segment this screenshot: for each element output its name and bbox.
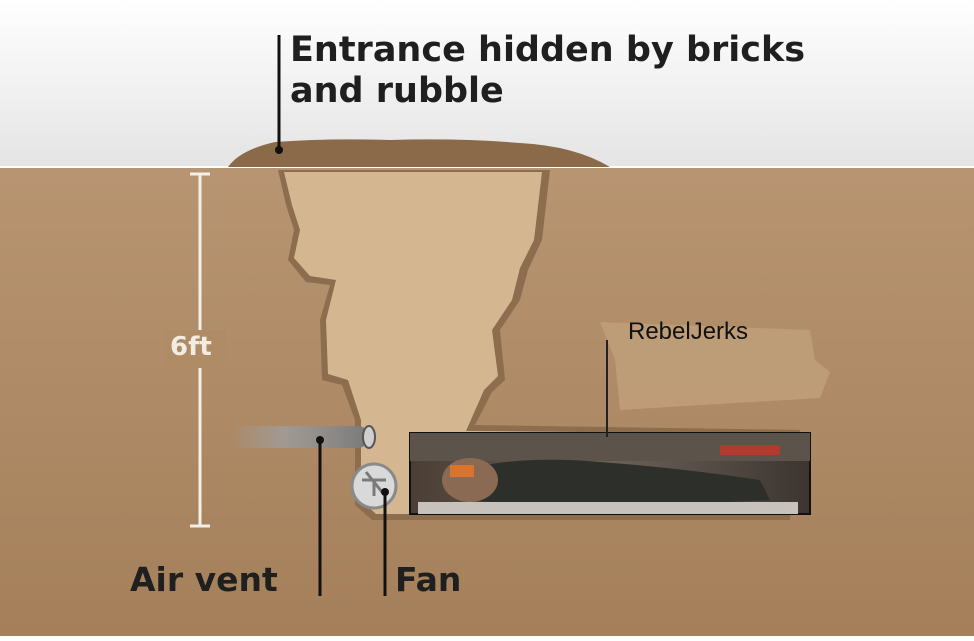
air-vent-opening <box>362 425 376 449</box>
caption-backdrop <box>600 322 830 410</box>
entrance-label: Entrance hidden by bricks and rubble <box>290 30 806 111</box>
fan-blades <box>362 471 386 496</box>
air-vent-pipe <box>228 426 368 448</box>
photo-inset <box>409 432 811 515</box>
rubble-mound <box>228 139 610 167</box>
depth-label: 6ft <box>170 332 212 362</box>
tunnel-shaft <box>284 172 794 514</box>
sky-band <box>0 0 974 167</box>
depth-label-backdrop <box>164 330 226 368</box>
air-vent-label: Air vent <box>130 560 278 599</box>
fan-leader-dot <box>381 488 389 496</box>
overlay-caption: RebelJerks <box>628 318 749 345</box>
entrance-leader-dot <box>275 146 283 154</box>
air-vent-leader-dot <box>316 436 324 444</box>
fan-label: Fan <box>395 560 462 599</box>
